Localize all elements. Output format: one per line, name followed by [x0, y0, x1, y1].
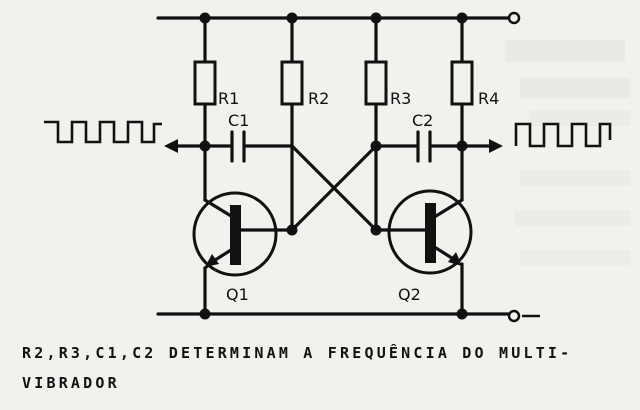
- resistor-r2: [280, 60, 304, 106]
- bottom-rail-terminal[interactable]: [507, 309, 521, 323]
- caption-line-1: R2,R3,C1,C2 DETERMINAM A FREQUÊNCIA DO M…: [22, 344, 573, 362]
- label-r2: R2: [308, 89, 329, 108]
- label-c1: C1: [228, 111, 249, 130]
- label-r3: R3: [390, 89, 411, 108]
- label-q1: Q1: [226, 285, 249, 304]
- right-square-wave-icon: [514, 122, 612, 148]
- label-r4: R4: [478, 89, 499, 108]
- junction-dots: [199, 12, 468, 320]
- label-c2: C2: [412, 111, 433, 130]
- left-output-arrow-icon: [164, 139, 178, 153]
- resistor-r1: [193, 60, 217, 106]
- page-bleed-through: [505, 40, 630, 266]
- cross-wire-c2-to-q1-base: [290, 144, 378, 232]
- resistor-r3: [364, 60, 388, 106]
- right-output-arrow-icon: [489, 139, 503, 153]
- label-r1: R1: [218, 89, 239, 108]
- caption-line-2: VIBRADOR: [22, 374, 120, 392]
- transistor-q1: [192, 191, 294, 277]
- resistor-r4: [450, 60, 474, 106]
- label-q2: Q2: [398, 285, 421, 304]
- top-rail-terminal[interactable]: [507, 11, 521, 25]
- transistor-q2: [374, 189, 473, 275]
- left-square-wave-icon: [44, 120, 162, 144]
- multivibrator-schematic: R1 R2 R3 R4 C1 C2 Q1 Q2: [44, 11, 630, 323]
